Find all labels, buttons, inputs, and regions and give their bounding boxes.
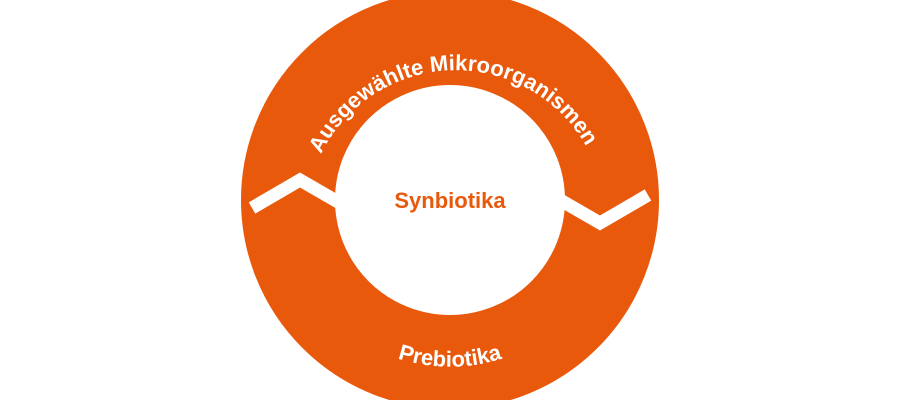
left-zigzag-separator: [248, 172, 349, 214]
center-label: Synbiotika: [394, 188, 506, 213]
right-zigzag-separator: [551, 189, 652, 231]
outer-ring: [241, 0, 659, 400]
